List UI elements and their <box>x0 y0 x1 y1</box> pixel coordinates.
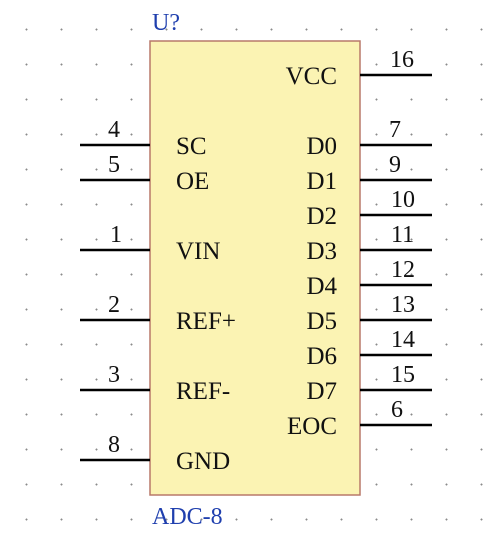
left-pin-ref-plus[interactable]: 2 REF+ <box>80 292 236 335</box>
pin-number: 8 <box>108 432 120 458</box>
pin-number: 6 <box>391 397 403 423</box>
pin-name: GND <box>176 448 230 475</box>
pin-name: OE <box>176 168 209 195</box>
pin-name: D0 <box>306 133 337 160</box>
pin-number: 3 <box>108 362 120 388</box>
right-pin-d4[interactable]: 12 D4 <box>306 257 432 300</box>
right-pin-d6[interactable]: 14 D6 <box>306 327 432 370</box>
right-pin-d5[interactable]: 13 D5 <box>306 292 432 335</box>
right-pin-d7[interactable]: 15 D7 <box>306 362 432 405</box>
right-pin-d1[interactable]: 9 D1 <box>306 152 432 195</box>
pin-number: 2 <box>108 292 120 318</box>
right-pin-d2[interactable]: 10 D2 <box>306 187 432 230</box>
right-pin-d3[interactable]: 11 D3 <box>306 222 432 265</box>
designator-label: U? <box>152 10 180 36</box>
pin-number: 4 <box>108 117 120 143</box>
left-pin-sc[interactable]: 4 SC <box>80 117 207 160</box>
pin-number: 14 <box>391 327 415 353</box>
right-pin-eoc[interactable]: 6 EOC <box>287 397 432 440</box>
pin-name: D3 <box>306 238 337 265</box>
pin-name: D1 <box>306 168 337 195</box>
pin-name: EOC <box>287 413 337 440</box>
pin-name: VCC <box>286 63 337 90</box>
component-comment-label: ADC-8 <box>152 504 223 530</box>
right-pin-vcc[interactable]: 16 VCC <box>286 47 432 90</box>
pin-name: D4 <box>306 273 337 300</box>
pin-name: D6 <box>306 343 337 370</box>
pin-number: 13 <box>391 292 415 318</box>
left-pin-ref-minus[interactable]: 3 REF- <box>80 362 230 405</box>
pin-number: 7 <box>389 117 401 143</box>
pin-number: 12 <box>391 257 415 283</box>
pin-number: 10 <box>391 187 415 213</box>
pin-number: 15 <box>391 362 415 388</box>
component-body[interactable] <box>149 40 361 496</box>
pin-name: VIN <box>176 238 220 265</box>
pin-name: REF+ <box>176 308 236 335</box>
left-pin-oe[interactable]: 5 OE <box>80 152 209 195</box>
pin-name: D7 <box>306 378 337 405</box>
pin-name: REF- <box>176 378 230 405</box>
pin-number: 16 <box>390 47 414 73</box>
right-pin-d0[interactable]: 7 D0 <box>306 117 432 160</box>
pin-name: SC <box>176 133 207 160</box>
left-pin-gnd[interactable]: 8 GND <box>80 432 230 475</box>
pin-number: 5 <box>108 152 120 178</box>
pin-number: 1 <box>110 222 122 248</box>
pin-number: 11 <box>391 222 414 248</box>
left-pin-vin[interactable]: 1 VIN <box>80 222 220 265</box>
pin-number: 9 <box>389 152 401 178</box>
pin-name: D2 <box>306 203 337 230</box>
pin-name: D5 <box>306 308 337 335</box>
